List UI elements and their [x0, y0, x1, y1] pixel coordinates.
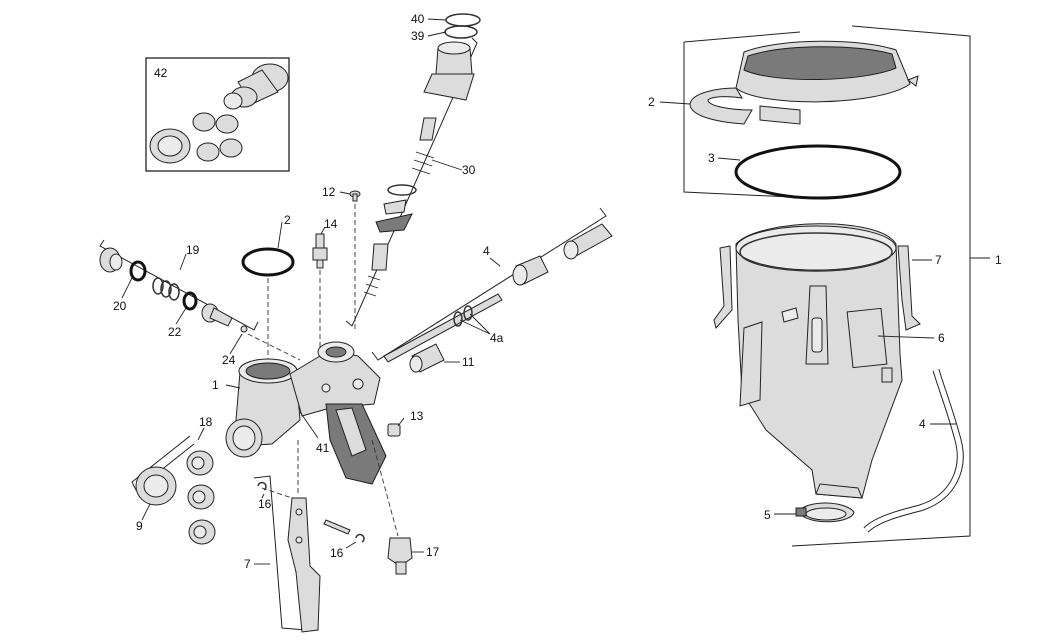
label-18: 18: [199, 415, 213, 429]
spring-set: [152, 277, 180, 301]
fitting-14: [312, 233, 328, 269]
hopper-label-plate-6: [846, 307, 888, 369]
label-16-b: 16: [330, 546, 344, 560]
label-16-a: 16: [258, 497, 272, 511]
label-4a: 4a: [490, 331, 504, 345]
label-40: 40: [411, 12, 425, 26]
label-42: 42: [154, 66, 168, 80]
hopper-latch-left: [713, 245, 733, 330]
o-ring-2: [241, 247, 295, 277]
label-20: 20: [113, 299, 127, 313]
label-5: 5: [764, 508, 771, 522]
needle-nut: [419, 117, 437, 141]
label-1-gun: 1: [212, 378, 219, 392]
valve-rod-4a: [383, 293, 503, 363]
label-11: 11: [462, 355, 475, 369]
adjustment-knob: [423, 41, 475, 101]
label-30: 30: [462, 163, 476, 177]
label-4-hopper: 4: [919, 417, 926, 431]
label-9: 9: [136, 519, 143, 533]
ring-39: [444, 25, 478, 39]
label-22: 22: [168, 325, 182, 339]
trigger-pin: [323, 519, 351, 535]
hopper-lid: [689, 40, 919, 125]
fitting-17: [387, 537, 413, 575]
label-24: 24: [222, 353, 236, 367]
hopper-latch-front: [805, 285, 829, 365]
lid-gasket-3: [734, 144, 902, 200]
label-12: 12: [322, 185, 336, 199]
gun-body: [225, 341, 381, 458]
label-4-gun: 4: [483, 244, 490, 258]
nozzle-cap: [149, 128, 191, 164]
hopper-side-tube: [739, 321, 763, 407]
ring-40: [445, 13, 481, 27]
valve-stem: [201, 303, 233, 327]
label-1-hopper: 1: [995, 253, 1002, 267]
fitting-11: [409, 343, 445, 373]
label-39: 39: [411, 29, 425, 43]
pin-24: [240, 325, 248, 333]
nozzle-discs: [192, 112, 243, 162]
needle-spring: [411, 151, 435, 175]
label-17: 17: [426, 545, 440, 559]
gun-inlet-port: [225, 418, 263, 458]
hopper-assembly-1: [683, 25, 990, 547]
nozzle-inserts: [186, 450, 216, 545]
hose-clamp-5: [795, 502, 855, 523]
hose-4: [863, 368, 964, 533]
label-7-gun: 7: [244, 557, 251, 571]
hopper-tank: [713, 223, 921, 499]
screw-12: [349, 190, 361, 202]
lower-spring: [363, 275, 381, 297]
label-14: 14: [324, 217, 338, 231]
air-cap: [99, 247, 123, 273]
hopper-latch-right: [897, 245, 921, 331]
trigger-group-7: [253, 475, 365, 633]
plug-13: [387, 423, 401, 437]
ring-20: [129, 260, 147, 282]
label-2-gun: 2: [284, 213, 291, 227]
clip-16-b: [355, 533, 365, 543]
valve-sleeve: [512, 255, 549, 286]
label-13: 13: [410, 409, 424, 423]
trigger-lever: [287, 497, 321, 633]
inset-box-42: 42: [145, 57, 290, 172]
ring-22: [182, 291, 198, 311]
label-7-hopper: 7: [935, 253, 942, 267]
needle-valve-disc: [375, 213, 413, 233]
valve-cartridge: [563, 223, 613, 260]
label-41: 41: [316, 441, 330, 455]
label-2-hopper: 2: [648, 95, 655, 109]
nozzle-coupling-assembly: [223, 63, 289, 110]
label-3: 3: [708, 151, 715, 165]
valve-assembly-4: [371, 207, 613, 363]
label-19: 19: [186, 243, 200, 257]
nozzle-ring-9: [135, 466, 177, 506]
label-6: 6: [938, 331, 945, 345]
nozzle-group-18: [131, 435, 216, 545]
needle-assembly-30: [345, 13, 481, 327]
air-valve-assembly-19: [99, 239, 259, 333]
gun-handle: [325, 403, 387, 485]
